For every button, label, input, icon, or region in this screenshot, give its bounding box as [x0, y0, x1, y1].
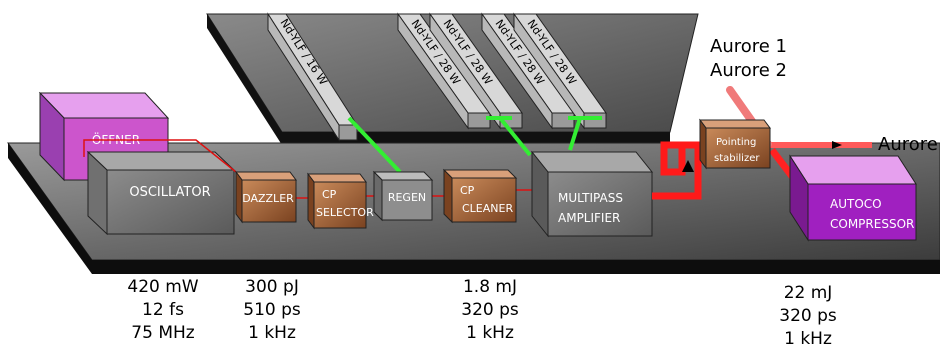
beam-arrow-up-icon	[682, 160, 694, 172]
final-stat-rate: 1 kHz	[784, 329, 832, 349]
dazzler-label: DAZZLER	[242, 192, 294, 205]
osc-stat-duration: 12 fs	[142, 300, 184, 320]
pointing-stabilizer: Pointing stabilizer	[699, 118, 771, 170]
multipass-amplifier: MULTIPASS AMPLIFIER	[530, 150, 654, 238]
amp-stat-rate: 1 kHz	[466, 323, 514, 343]
autoco-label-1: AUTOCO	[830, 197, 882, 211]
cp-selector-label-2: SELECTOR	[316, 206, 374, 219]
selector-stats: 300 pJ 510 ps 1 kHz	[243, 277, 301, 343]
osc-stats: 420 mW 12 fs 75 MHz	[127, 277, 198, 343]
dazzler: DAZZLER	[235, 170, 297, 224]
osc-stat-rate: 75 MHz	[131, 323, 194, 343]
pointing-label-2: stabilizer	[714, 153, 760, 164]
seed-beam	[83, 139, 534, 199]
cp-selector-label-1: CP	[322, 188, 337, 201]
pointing-label-1: Pointing	[716, 137, 756, 148]
oscillator: OSCILLATOR	[86, 150, 236, 236]
oscillator-label: OSCILLATOR	[129, 185, 210, 200]
amp-stat-duration: 320 ps	[461, 300, 519, 320]
cp-selector: CP SELECTOR	[307, 172, 374, 230]
autoco-label-2: COMPRESSOR	[830, 217, 914, 231]
selector-stat-energy: 300 pJ	[245, 277, 299, 297]
osc-stat-power: 420 mW	[127, 277, 198, 297]
cp-cleaner: CP CLEANER	[442, 168, 518, 224]
aurore-3-label: Aurore 3	[878, 134, 940, 155]
offner-label: ÖFFNER	[92, 131, 140, 147]
beam-arrow-right-icon	[832, 141, 842, 149]
pump-beams	[347, 116, 602, 174]
final-stat-energy: 22 mJ	[784, 283, 833, 303]
selector-stat-rate: 1 kHz	[248, 323, 296, 343]
regen-label: REGEN	[388, 191, 426, 204]
cp-cleaner-label-1: CP	[460, 184, 475, 197]
aurore-2-label: Aurore 2	[710, 60, 787, 81]
amp-stat-energy: 1.8 mJ	[463, 277, 517, 297]
amp-stats: 1.8 mJ 320 ps 1 kHz	[461, 277, 519, 343]
final-stats: 22 mJ 320 ps 1 kHz	[779, 283, 837, 349]
offner-stretcher: ÖFFNER	[38, 91, 170, 182]
cp-cleaner-label-2: CLEANER	[462, 202, 513, 215]
autoco-compressor: AUTOCO COMPRESSOR	[789, 154, 917, 242]
final-stat-duration: 320 ps	[779, 306, 837, 326]
multipass-label-1: MULTIPASS	[558, 191, 623, 205]
selector-stat-duration: 510 ps	[243, 300, 301, 320]
regen-amplifier: REGEN	[372, 170, 434, 222]
aurore-1-label: Aurore 1	[710, 36, 787, 57]
multipass-label-2: AMPLIFIER	[558, 211, 620, 225]
